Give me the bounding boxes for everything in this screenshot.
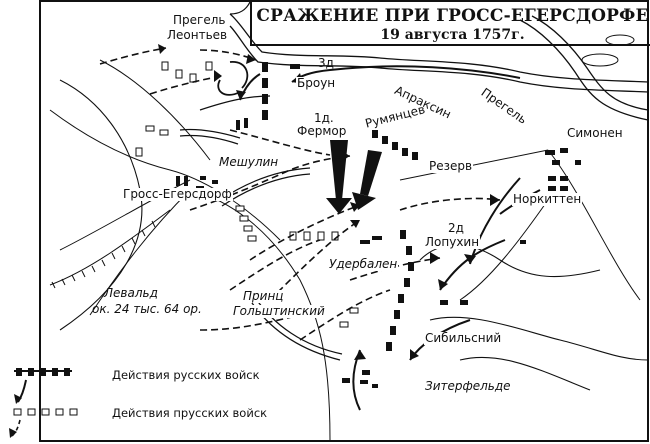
label-leontyev: Леонтьев <box>166 28 229 42</box>
label-gross-egersdorf: Гросс-Егерсдорф <box>122 187 233 201</box>
label-1d: 1д. <box>314 111 334 125</box>
label-uderbalen: Удербален <box>328 257 399 271</box>
label-levald: Левальд <box>104 286 158 300</box>
label-ziterfelde: Зитерфельде <box>424 379 512 393</box>
label-simonen: Симонен <box>566 126 624 140</box>
russian-arrowheads <box>236 73 476 360</box>
legend-prussian-symbol <box>9 408 78 438</box>
label-norkitten: Норкиттен <box>512 192 583 206</box>
label-fermor: Фермор <box>296 124 348 138</box>
legend-russian-label: Действия русских войск <box>112 368 260 382</box>
map-frame <box>39 0 649 442</box>
label-pregel-top: Прегель <box>172 13 227 27</box>
leontyev-curl-arrows <box>217 61 249 96</box>
label-prints: Принц <box>242 289 285 303</box>
pregel-river <box>229 1 649 121</box>
rumyantsev-attack-arrows <box>326 140 382 214</box>
hatched-road-left <box>49 209 171 289</box>
label-2d: 2д <box>448 221 464 235</box>
label-lopukhin: Лопухин <box>424 235 481 249</box>
label-broun: Броун <box>296 76 337 90</box>
label-sibilsky: Сибильсний <box>424 331 503 345</box>
title-frame <box>250 0 650 46</box>
legend-prussian-label: Действия прусских войск <box>112 406 268 420</box>
legend-russian-symbol <box>14 368 72 404</box>
prussian-units <box>135 61 359 328</box>
prussian-arrowheads <box>158 44 500 264</box>
label-golshtinsky: Гольштинский <box>232 304 326 318</box>
map-subtitle: 19 августа 1757г. <box>380 27 525 43</box>
label-levald-forces: ок. 24 тыс. 64 ор. <box>92 302 202 316</box>
label-reserv: Резерв <box>428 159 474 173</box>
label-zd: 3д <box>318 56 334 70</box>
russian-units <box>176 62 568 383</box>
label-meshulin: Мешулин <box>218 155 280 169</box>
map-title: СРАЖЕНИЕ ПРИ ГРОСС-ЕГЕРСДОРФЕ <box>256 6 649 26</box>
